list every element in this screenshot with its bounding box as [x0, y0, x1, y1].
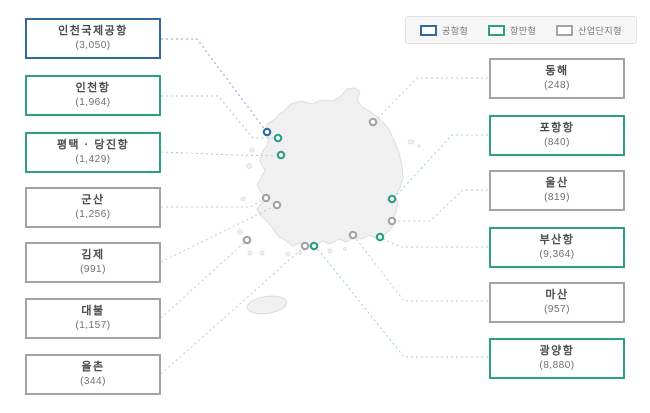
- marker-busan-port: [375, 232, 385, 242]
- zone-name: 포항항: [539, 122, 575, 134]
- zone-value: (3,050): [75, 40, 111, 51]
- legend-label: 항만형: [510, 25, 537, 36]
- zone-name: 마산: [545, 289, 569, 301]
- marker-gimje: [272, 200, 282, 210]
- zone-box-daebul: 대불 (1,157): [25, 298, 161, 339]
- zone-name: 율촌: [81, 361, 105, 373]
- zone-box-yulchon: 율촌 (344): [25, 354, 161, 395]
- connector-busan-port: [380, 237, 488, 248]
- zone-value: (9,364): [539, 249, 575, 260]
- zone-name: 대불: [81, 305, 105, 317]
- connector-incheon-port: [161, 95, 273, 139]
- zone-box-masan: 마산 (957): [489, 282, 625, 323]
- connector-pyeongtaek-dangjin-port: [160, 151, 277, 157]
- zone-name: 동해: [545, 65, 569, 77]
- connector-yulchon: [160, 246, 305, 375]
- zone-box-gunsan: 군산 (1,256): [25, 187, 161, 228]
- korea-map-silhouette: [256, 87, 404, 248]
- port-type-swatch-icon: [488, 24, 506, 36]
- connector-gimje: [160, 205, 276, 263]
- zone-value: (1,964): [75, 97, 111, 108]
- zone-box-gwangyang-port: 광양항 (8,880): [489, 338, 625, 379]
- zone-box-ulsan: 울산 (819): [489, 170, 625, 211]
- zone-name: 울산: [545, 177, 569, 189]
- industrial-type-swatch-icon: [556, 24, 574, 36]
- marker-incheon-intl-airport: [262, 127, 272, 137]
- zone-value: (1,429): [75, 154, 111, 165]
- marker-pohang-port: [387, 194, 397, 204]
- marker-masan: [348, 230, 358, 240]
- connector-gunsan: [161, 198, 265, 208]
- zone-box-gimje: 김제 (991): [25, 242, 161, 283]
- zone-name: 김제: [81, 249, 105, 261]
- zone-value: (840): [544, 137, 570, 148]
- zone-box-donghae: 동해 (248): [489, 58, 625, 99]
- zone-value: (1,157): [75, 320, 111, 331]
- marker-gwangyang-port: [309, 241, 319, 251]
- connector-donghae: [372, 77, 488, 124]
- connector-gwangyang-port: [315, 246, 488, 358]
- zone-value: (8,880): [539, 360, 575, 371]
- zone-box-incheon-port: 인천항 (1,964): [25, 75, 161, 116]
- zone-name: 군산: [81, 194, 105, 206]
- marker-daebul: [242, 235, 252, 245]
- connector-pohang-port: [392, 134, 488, 200]
- legend-item-airport: 공항형: [420, 24, 468, 37]
- zone-name: 평택 · 당진항: [56, 139, 130, 151]
- legend-label: 산업단지형: [578, 25, 622, 36]
- legend-label: 공항형: [442, 25, 469, 36]
- zone-value: (991): [80, 264, 106, 275]
- legend: 공항형 항만형 산업단지형: [405, 16, 637, 44]
- coastal-islands: [237, 139, 421, 257]
- zone-value: (248): [544, 80, 570, 91]
- marker-gunsan: [261, 193, 271, 203]
- zone-box-pohang-port: 포항항 (840): [489, 115, 625, 156]
- zone-name: 부산항: [539, 234, 575, 246]
- zone-value: (1,256): [75, 209, 111, 220]
- zone-value: (344): [80, 376, 106, 387]
- zone-value: (819): [544, 192, 570, 203]
- legend-item-port: 항만형: [488, 24, 536, 37]
- marker-donghae: [368, 117, 378, 127]
- connector-ulsan: [394, 189, 488, 222]
- zone-name: 광양항: [539, 345, 575, 357]
- legend-item-industrial: 산업단지형: [556, 24, 622, 37]
- marker-ulsan: [387, 216, 397, 226]
- zone-value: (957): [544, 304, 570, 315]
- connector-masan: [353, 235, 488, 302]
- jeju-island: [246, 295, 288, 315]
- marker-pyeongtaek-dangjin-port: [276, 150, 286, 160]
- zone-box-incheon-intl-airport: 인천국제공항 (3,050): [25, 18, 161, 59]
- zone-box-busan-port: 부산항 (9,364): [489, 227, 625, 268]
- marker-yulchon: [300, 241, 310, 251]
- airport-type-swatch-icon: [420, 24, 437, 36]
- connector-incheon-intl-airport: [161, 38, 267, 132]
- connector-daebul: [160, 240, 247, 319]
- zone-name: 인천국제공항: [58, 25, 128, 37]
- zone-box-pyeongtaek-dangjin-port: 평택 · 당진항 (1,429): [25, 132, 161, 173]
- marker-incheon-port: [273, 133, 283, 143]
- zone-name: 인천항: [75, 82, 111, 94]
